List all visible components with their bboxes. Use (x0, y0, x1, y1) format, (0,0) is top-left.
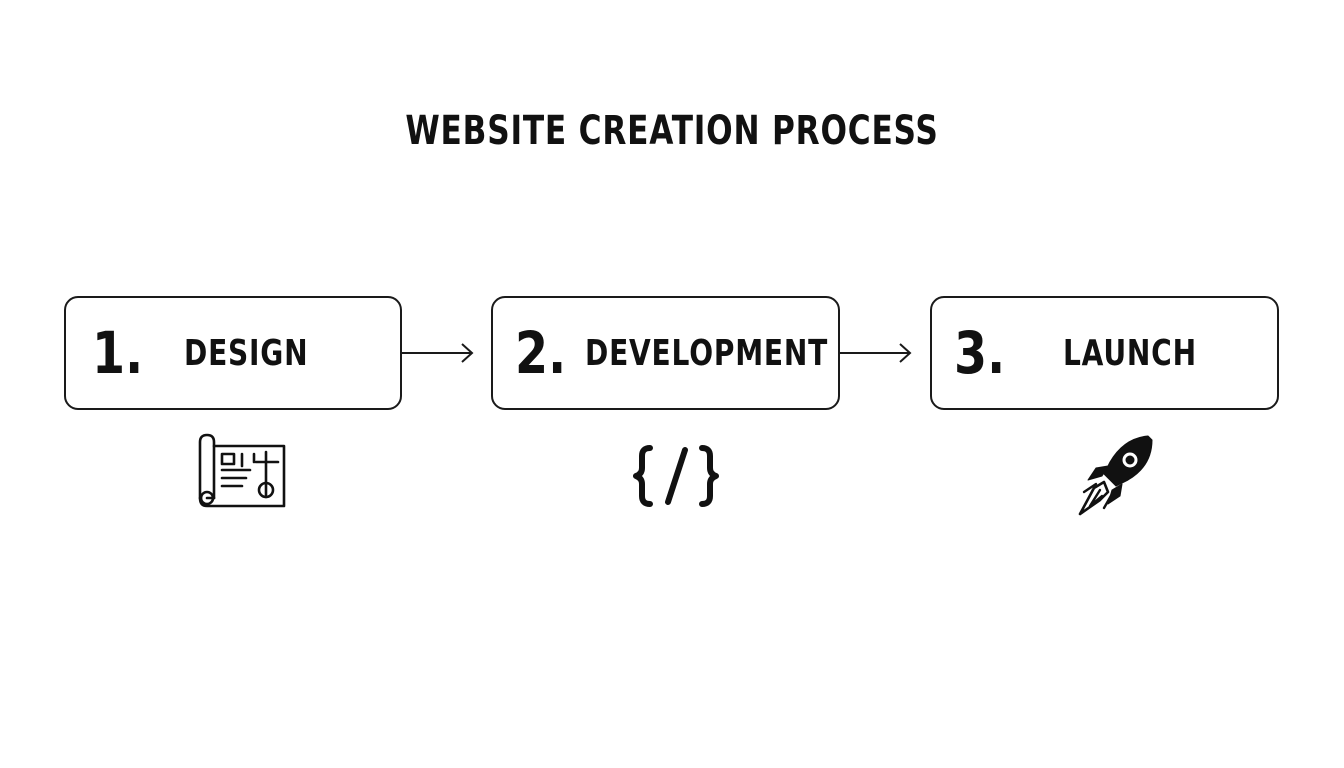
step-box-development: 2. DEVELOPMENT (491, 296, 840, 410)
step-number: 3. (954, 319, 1006, 387)
rocket-icon (1078, 435, 1153, 516)
step-number: 1. (92, 319, 144, 387)
step-number: 2. (515, 319, 567, 387)
step-label: DESIGN (184, 333, 309, 374)
step-label: DEVELOPMENT (585, 333, 829, 374)
blueprint-icon (198, 433, 286, 508)
step-box-launch: 3. LAUNCH (930, 296, 1279, 410)
arrow-connector (402, 343, 474, 363)
step-box-design: 1. DESIGN (64, 296, 402, 410)
diagram-title: WEBSITE CREATION PROCESS (405, 108, 939, 154)
arrow-connector (840, 343, 912, 363)
code-brackets-icon (633, 445, 719, 507)
step-label: LAUNCH (1063, 333, 1197, 374)
